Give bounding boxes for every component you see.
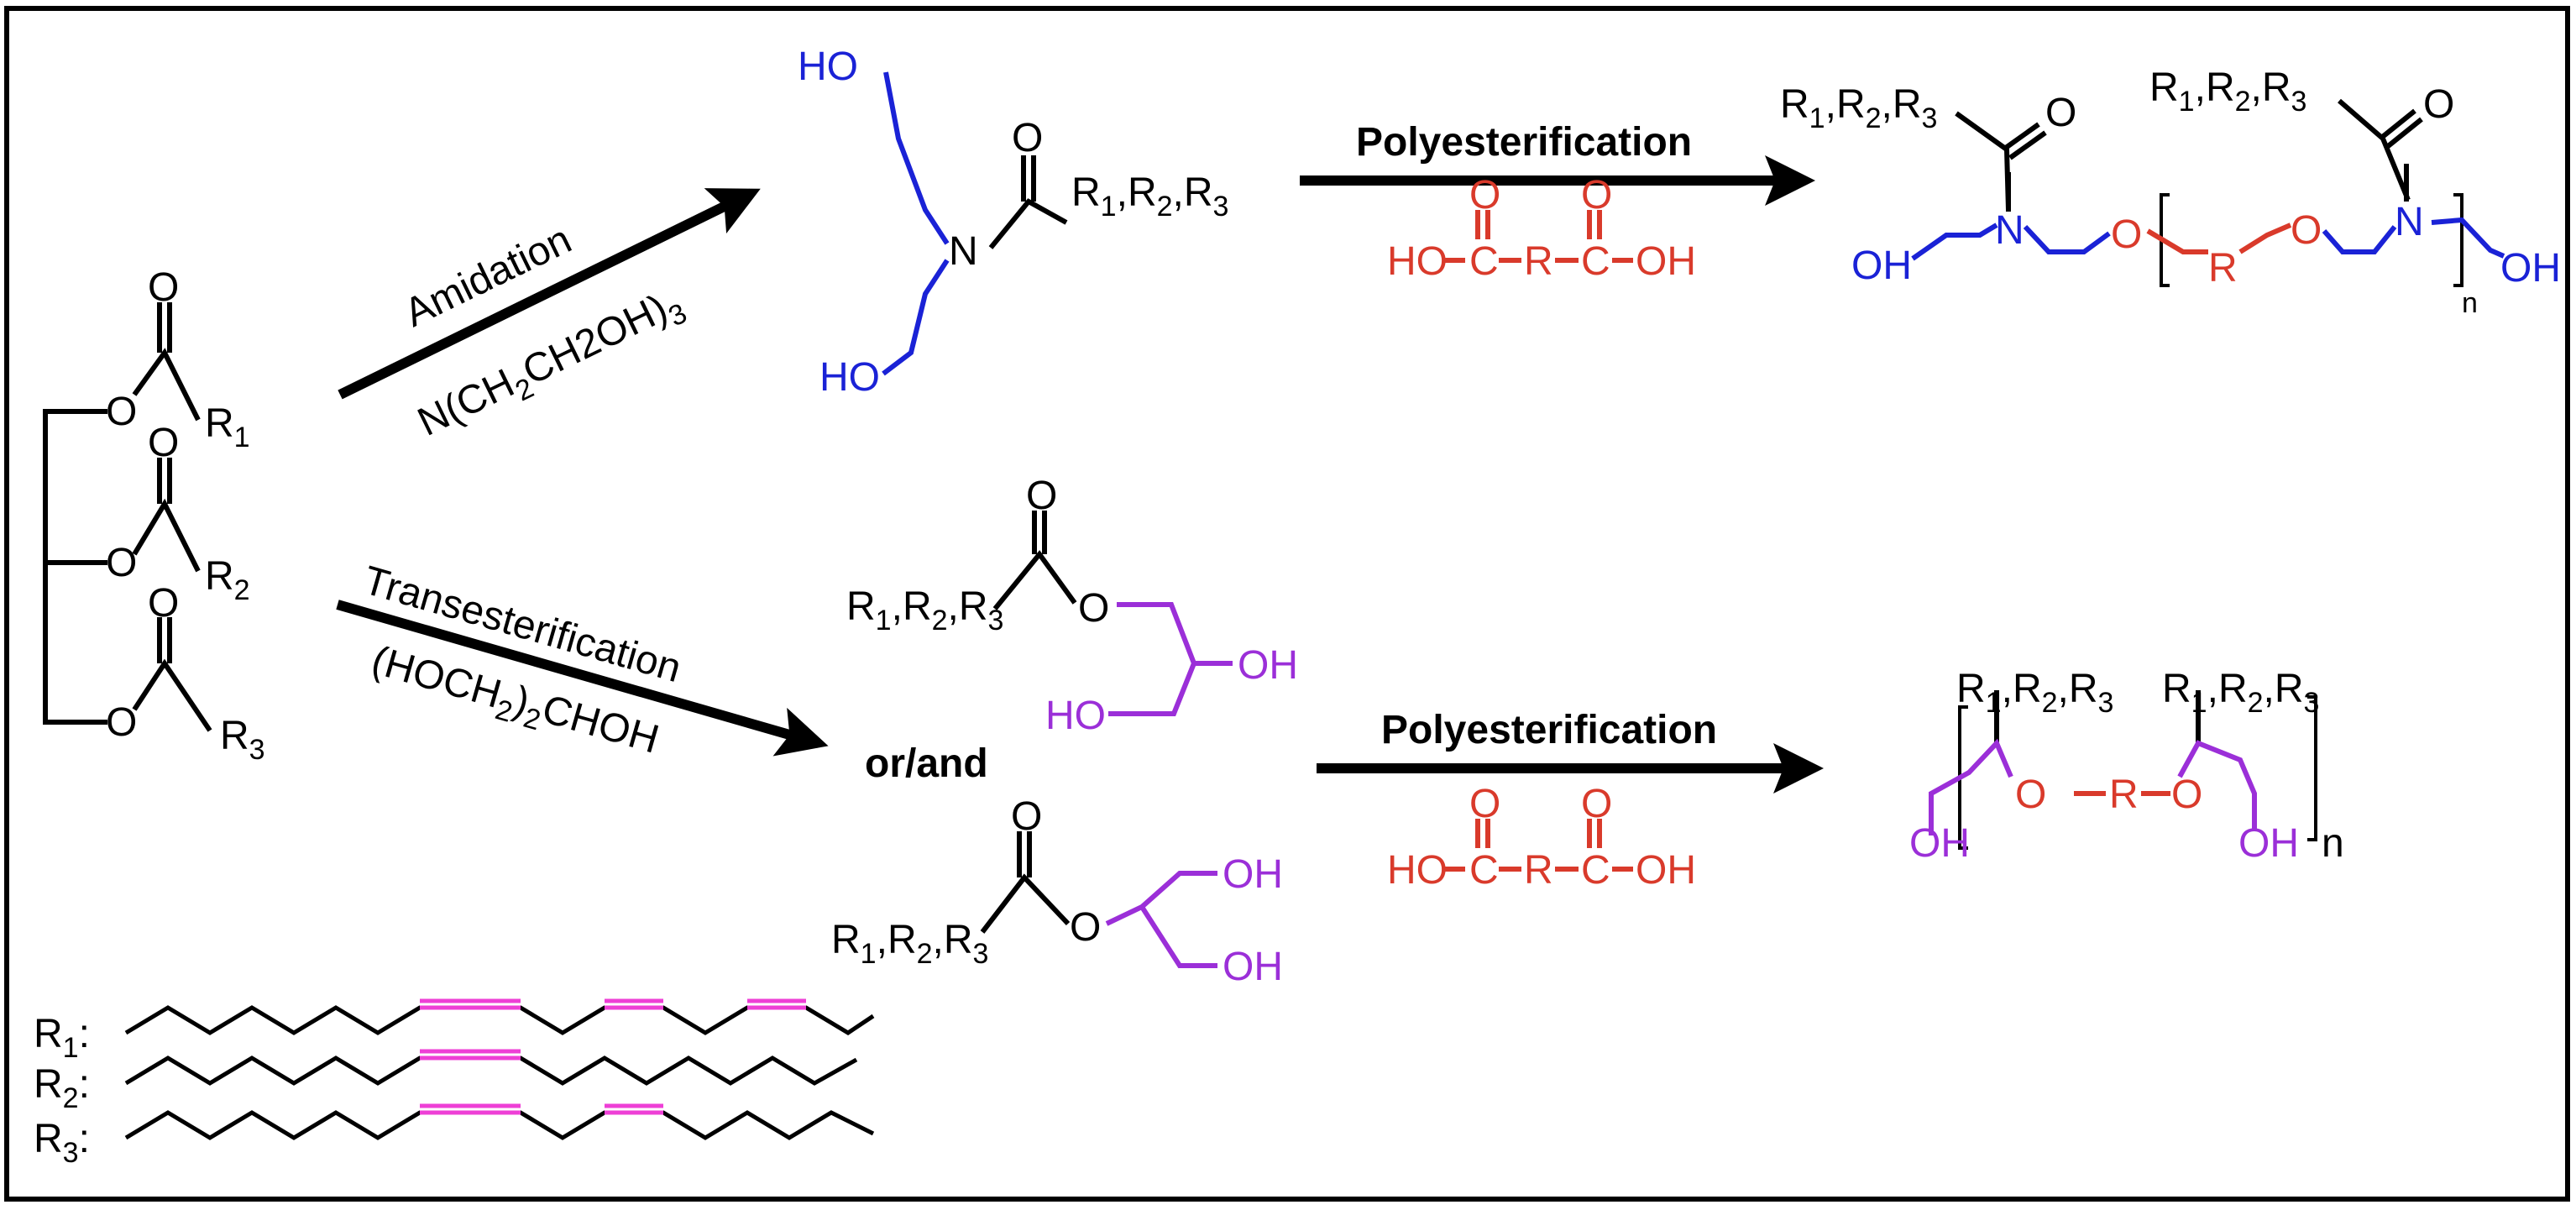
triglyceride-o-ester-2: O bbox=[106, 541, 137, 585]
monoglyceride-1-labels: R1,R2,R3 O O OH HO bbox=[846, 474, 1298, 738]
mono2-r-group: R1,R2,R3 bbox=[831, 918, 988, 970]
amidation-arrow bbox=[338, 188, 761, 400]
pe-oh-left: OH bbox=[1909, 821, 1970, 866]
pea-r-group-left: R1,R2,R3 bbox=[1780, 82, 1937, 134]
triglyceride-o-carbonyl-1: O bbox=[148, 265, 179, 310]
diethanolamide-labels: HO HO N O R1,R2,R3 bbox=[798, 45, 1228, 400]
mono2-oh-lower: OH bbox=[1223, 945, 1283, 989]
pea-r-group-right: R1,R2,R3 bbox=[2149, 65, 2306, 118]
monoglyceride-1 bbox=[992, 511, 1233, 716]
polyester-labels: R1,R2,R3 R1,R2,R3 OH O R O n OH bbox=[1909, 667, 2344, 866]
diacid-top-ho: HO bbox=[1387, 239, 1448, 284]
chain-r1 bbox=[124, 1005, 875, 1035]
triglyceride bbox=[43, 302, 212, 732]
chain-r2 bbox=[124, 1055, 858, 1086]
pea-n-subscript: n bbox=[2462, 287, 2478, 319]
glycerol-backbone-2 bbox=[1105, 871, 1217, 926]
chain-double-bonds bbox=[420, 998, 806, 1115]
triglyceride-o-carbonyl-2: O bbox=[148, 421, 179, 465]
polyester bbox=[1929, 690, 2317, 850]
diacid-top-c2: C bbox=[1581, 239, 1610, 284]
chain-label-r2: R2: bbox=[34, 1062, 90, 1114]
triglyceride-r3: R3 bbox=[220, 714, 265, 766]
pea-o-carbonyl-right: O bbox=[2423, 82, 2454, 127]
triglyceride-r2: R2 bbox=[205, 554, 250, 606]
or-and-label: or/and bbox=[865, 741, 988, 786]
polyesterification-label-bottom: Polyesterification bbox=[1381, 708, 1717, 752]
pea-oh-left: OH bbox=[1851, 244, 1912, 288]
amide-r-group: R1,R2,R3 bbox=[1071, 170, 1228, 223]
chain-label-r3: R3: bbox=[34, 1117, 90, 1169]
diacid-bottom-oh: OH bbox=[1636, 848, 1696, 893]
triglyceride-r1: R1 bbox=[205, 401, 250, 453]
fatty-chains bbox=[124, 1005, 875, 1140]
mono1-oh: OH bbox=[1238, 643, 1298, 688]
glycerol-backbone-1b bbox=[1108, 662, 1196, 716]
chain-r3 bbox=[124, 1110, 875, 1140]
mono2-oh-upper: OH bbox=[1223, 852, 1283, 897]
pea-o-right: O bbox=[2291, 208, 2322, 253]
polyesteramide-labels: R1,R2,R3 O N OH O R O R1,R2,R3 O N n OH bbox=[1780, 65, 2561, 319]
pea-r: R bbox=[2208, 246, 2238, 291]
pe-r: R bbox=[2109, 773, 2139, 817]
triglyceride-labels: O O R1 O O R2 O O R3 bbox=[106, 265, 265, 766]
diacid-top-o1: O bbox=[1469, 173, 1500, 217]
pe-o-left: O bbox=[2015, 773, 2046, 817]
pea-oh-right: OH bbox=[2500, 246, 2561, 291]
diacid-bottom-c2: C bbox=[1581, 848, 1610, 893]
pea-n-left: N bbox=[1995, 208, 2024, 253]
diacid-bottom-ho: HO bbox=[1387, 848, 1448, 893]
mono1-r-group: R1,R2,R3 bbox=[846, 584, 1003, 636]
glycerol-backbone-2b bbox=[1139, 905, 1217, 968]
pe-r-group-right: R1,R2,R3 bbox=[2162, 667, 2319, 719]
mono1-o-ester: O bbox=[1078, 586, 1109, 631]
monoglyceride-2-labels: R1,R2,R3 O O OH OH bbox=[831, 794, 1283, 989]
diacid-top-r: R bbox=[1524, 239, 1553, 284]
diacid-bottom-o1: O bbox=[1469, 782, 1500, 826]
diacid-top-oh: OH bbox=[1636, 239, 1696, 284]
hydroxyethyl-arm-lower bbox=[882, 259, 950, 376]
triglyceride-o-ester-3: O bbox=[106, 700, 137, 745]
diacid-top-c1: C bbox=[1469, 239, 1499, 284]
amide-n: N bbox=[949, 229, 978, 274]
mono2-o-carbonyl: O bbox=[1011, 794, 1042, 839]
diacid-top-o2: O bbox=[1581, 173, 1612, 217]
diacid-bottom-c1: C bbox=[1469, 848, 1499, 893]
pea-o-left: O bbox=[2111, 212, 2142, 257]
diacid-bottom: HO C R C OH O O bbox=[1387, 782, 1696, 893]
diacid-top: HO C R C OH O O bbox=[1387, 173, 1696, 284]
amide-o: O bbox=[1012, 116, 1043, 160]
mono1-o-carbonyl: O bbox=[1026, 474, 1057, 518]
pe-o-right: O bbox=[2171, 773, 2202, 817]
monoglyceride-2 bbox=[980, 831, 1217, 968]
polyesterification-label-top: Polyesterification bbox=[1356, 120, 1692, 165]
pe-r-group-left: R1,R2,R3 bbox=[1956, 667, 2113, 719]
pea-n-right: N bbox=[2395, 200, 2424, 244]
glycerol-backbone-1 bbox=[1117, 602, 1233, 666]
transesterification-arrow bbox=[336, 600, 829, 757]
figure-border bbox=[4, 6, 2570, 1202]
chain-label-r1: R1: bbox=[34, 1012, 90, 1064]
amide-ho-upper: HO bbox=[798, 45, 858, 89]
pe-oh-right: OH bbox=[2238, 821, 2299, 866]
triglyceride-o-carbonyl-3: O bbox=[148, 581, 179, 626]
mono1-ho: HO bbox=[1045, 694, 1106, 738]
hydroxyethyl-arm-upper bbox=[883, 71, 950, 245]
fatty-chain-labels: R1: R2: R3: bbox=[34, 1012, 90, 1169]
pea-o-carbonyl-left: O bbox=[2045, 91, 2076, 135]
diethanolamide bbox=[882, 71, 1068, 376]
polyesteramide bbox=[1911, 98, 2505, 287]
diacid-bottom-o2: O bbox=[1581, 782, 1612, 826]
diacid-bottom-r: R bbox=[1524, 848, 1553, 893]
pe-n-subscript: n bbox=[2322, 821, 2344, 866]
mono2-o-ester: O bbox=[1070, 905, 1101, 950]
triglyceride-o-ester-1: O bbox=[106, 390, 137, 434]
amide-ho-lower: HO bbox=[819, 355, 880, 400]
